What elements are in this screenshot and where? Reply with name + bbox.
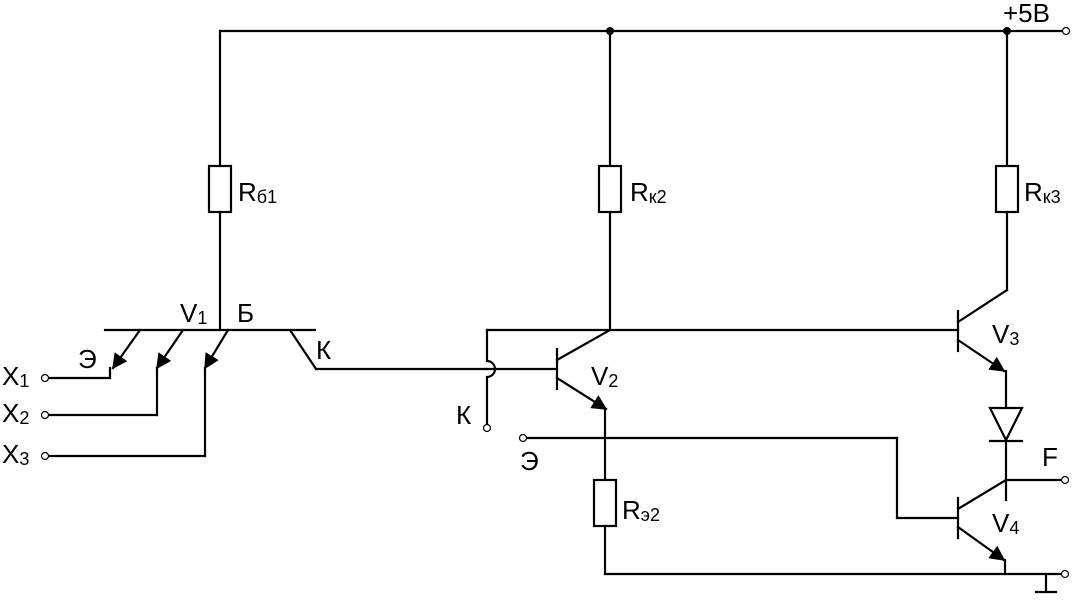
rk3-branch: [994, 29, 1020, 292]
supply-label: +5В: [1003, 0, 1050, 28]
v4-collector: [956, 478, 1008, 511]
v1-to-v2-wire: [482, 328, 960, 433]
input-terminal: [40, 410, 50, 420]
expander-emitter-label: Э: [520, 446, 539, 476]
v1-collector-label: К: [316, 335, 331, 365]
ground-rail: [603, 569, 1070, 594]
resistor-rk3: [994, 164, 1020, 214]
resistor-rk2-label: Rк2: [630, 177, 667, 207]
v1-emitter-label: Э: [78, 344, 97, 374]
resistor-rb1: [207, 164, 233, 214]
expander-collector-terminal: [482, 423, 492, 433]
input-terminal: [40, 373, 50, 383]
v2-emitter: [555, 376, 608, 411]
resistor-re2: [592, 478, 618, 528]
transistor-v2-label: V2: [591, 361, 618, 391]
v1-emitter-2: [155, 328, 185, 370]
v1-emitter-3: [203, 328, 230, 370]
v3-collector: [956, 288, 1009, 324]
expander-emitter-wire: [518, 433, 960, 520]
diode: [988, 406, 1024, 502]
resistor-rk3-label: Rк3: [1024, 177, 1061, 207]
transistor-v2: [555, 328, 618, 576]
input-wires: [40, 366, 207, 461]
rk2-branch: [597, 29, 623, 332]
transistor-v3-label: V3: [992, 319, 1019, 349]
input-terminal: [40, 451, 50, 461]
output-terminal: [1060, 475, 1070, 485]
v1-collector: [288, 328, 318, 371]
input-x2-label: X2: [2, 398, 29, 428]
v3-emitter: [956, 338, 1006, 373]
output-label: F: [1042, 442, 1058, 472]
input-x3-label: X3: [2, 439, 29, 469]
expander-emitter-terminal: [518, 433, 528, 443]
transistor-v1-label: V1: [180, 298, 207, 328]
transistor-v1: [103, 328, 489, 371]
v2-collector: [555, 328, 612, 362]
resistor-re2-label: Rэ2: [622, 495, 660, 525]
transistor-v4-label: V4: [992, 508, 1019, 538]
v4-emitter: [956, 525, 1006, 562]
rb1-branch: [207, 29, 233, 332]
resistor-rk2: [597, 164, 623, 214]
expander-collector-label: К: [456, 400, 471, 430]
v1-base-label: Б: [237, 298, 254, 328]
input-x1-label: X1: [2, 361, 29, 391]
supply-rail: [218, 26, 1071, 36]
ground-terminal: [1060, 569, 1070, 579]
transistor-v3: [956, 288, 1009, 410]
output-wire: [1004, 475, 1070, 485]
resistor-rb1-label: Rб1: [238, 177, 277, 207]
transistor-v4: [956, 478, 1008, 576]
v1-emitter-1: [111, 328, 142, 370]
supply-terminal: [1061, 26, 1071, 36]
